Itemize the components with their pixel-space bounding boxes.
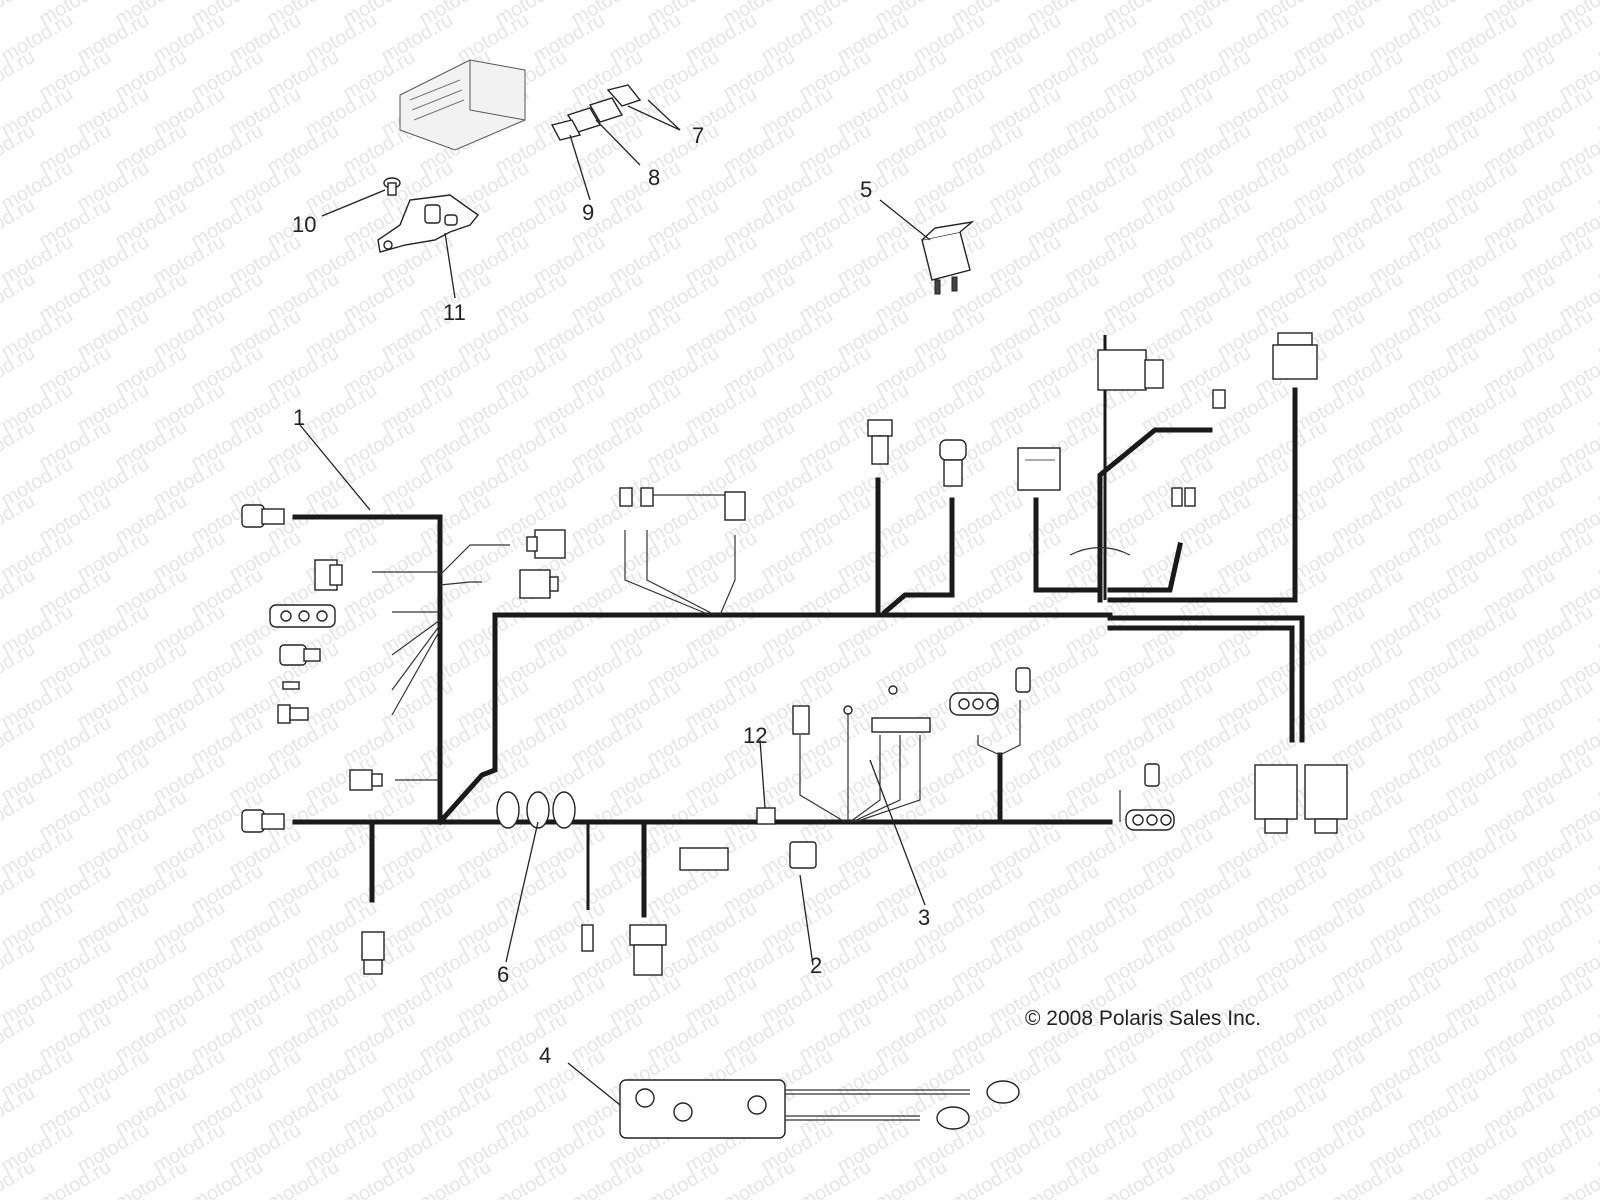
connector[interactable] <box>1097 349 1164 391</box>
copyright-notice: © 2008 Polaris Sales Inc. <box>1025 1007 1261 1030</box>
ring-terminal[interactable] <box>888 685 898 695</box>
callout-8: 8 <box>648 165 660 190</box>
terminal[interactable] <box>1212 389 1226 409</box>
connector[interactable] <box>629 924 667 976</box>
connectors <box>241 332 1348 976</box>
leader-lines <box>299 99 931 1106</box>
callout-5: 5 <box>860 177 872 202</box>
callout-10: 10 <box>292 212 316 237</box>
callout-3: 3 <box>918 905 930 930</box>
callout-7: 7 <box>692 123 704 148</box>
connector[interactable] <box>1015 667 1031 693</box>
ground-cable[interactable] <box>619 1079 1020 1139</box>
connector[interactable] <box>949 692 999 716</box>
connector[interactable] <box>1254 764 1348 834</box>
connector[interactable] <box>871 717 931 733</box>
screw-part[interactable] <box>383 177 401 196</box>
connector[interactable] <box>349 769 383 791</box>
harness-clip[interactable] <box>526 791 550 829</box>
terminal[interactable] <box>581 924 594 952</box>
terminal[interactable] <box>619 487 633 507</box>
connector[interactable] <box>724 491 746 521</box>
connector[interactable] <box>526 529 566 559</box>
callout-12: 12 <box>743 723 767 748</box>
terminal[interactable] <box>1171 487 1183 507</box>
harness-clip[interactable] <box>552 791 576 829</box>
fuse-box[interactable] <box>399 59 526 151</box>
connector[interactable] <box>241 504 285 528</box>
harness-clip[interactable] <box>496 791 520 829</box>
connector[interactable] <box>867 419 893 465</box>
callout-11: 11 <box>443 300 466 325</box>
connector[interactable] <box>939 439 967 487</box>
connector[interactable] <box>1125 763 1175 831</box>
callout-labels: 1 2 3 4 5 6 7 8 9 10 11 12 <box>292 123 930 1068</box>
connector[interactable] <box>361 931 385 975</box>
connector[interactable] <box>756 807 776 825</box>
connector[interactable] <box>792 705 810 735</box>
connector[interactable] <box>679 847 729 871</box>
callout-2: 2 <box>810 953 822 978</box>
callout-9: 9 <box>582 200 594 225</box>
terminal[interactable] <box>1184 487 1196 507</box>
callout-4: 4 <box>539 1043 551 1068</box>
connector[interactable] <box>269 604 336 628</box>
main-wiring-harness[interactable] <box>292 335 1305 918</box>
connector[interactable] <box>314 559 343 591</box>
callout-6: 6 <box>497 962 509 987</box>
connector[interactable] <box>279 644 321 666</box>
connector[interactable] <box>519 569 559 599</box>
terminal[interactable] <box>282 681 300 690</box>
connector[interactable] <box>277 704 309 724</box>
connector[interactable] <box>789 841 817 869</box>
callout-1: 1 <box>293 405 305 430</box>
connector[interactable] <box>241 809 285 833</box>
bracket-part[interactable] <box>377 194 480 253</box>
relay[interactable] <box>921 220 975 295</box>
connector[interactable] <box>1017 447 1061 491</box>
fuse-set[interactable] <box>550 84 642 141</box>
connector[interactable] <box>1272 332 1318 380</box>
ring-terminal[interactable] <box>843 705 853 715</box>
terminal[interactable] <box>640 487 654 507</box>
